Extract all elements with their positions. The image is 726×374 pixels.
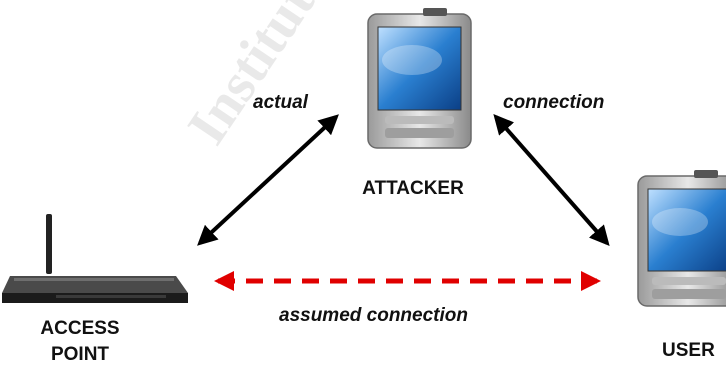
connection-label: connection: [503, 92, 605, 113]
actual-link-arrow: [197, 114, 339, 246]
access-point-icon: [2, 214, 188, 303]
user-label: USER: [662, 340, 715, 361]
access-point-label-line1: ACCESS: [40, 318, 120, 339]
connection-link-arrow: [493, 113, 610, 247]
user-device-icon: [637, 170, 726, 307]
access-point-label-line2: POINT: [50, 344, 110, 365]
assumed-connection-label: assumed connection: [279, 305, 468, 326]
actual-label: actual: [253, 92, 308, 113]
attacker-device-icon: [367, 8, 472, 149]
attacker-label: ATTACKER: [362, 178, 464, 199]
